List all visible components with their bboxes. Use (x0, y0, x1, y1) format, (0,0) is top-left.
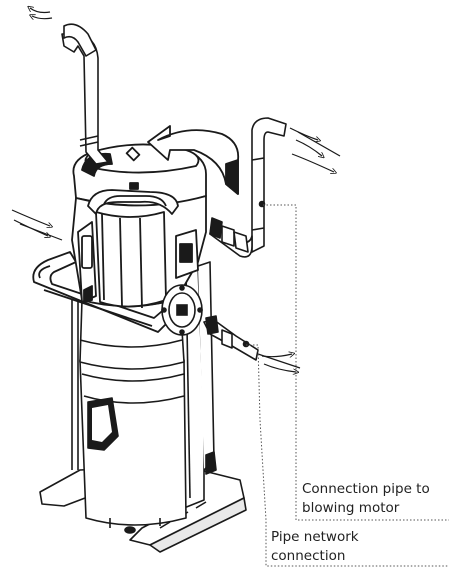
callout-1-line1: Connection pipe to (302, 481, 430, 497)
callout-2-line2: connection (271, 548, 346, 564)
airflow-arrow-lines (19, 131, 341, 369)
upper-exhaust-pipe (61, 23, 109, 165)
pipe-network-pipe (203, 315, 259, 361)
leader-lines (246, 204, 449, 567)
side-flange (161, 284, 203, 336)
left-rod (71, 300, 79, 470)
blowing-motor-pipe (209, 117, 287, 258)
callout-pipe-network: Pipe network connection (271, 528, 359, 566)
callout-2-line1: Pipe network (271, 529, 359, 545)
rotation-arrow (147, 125, 240, 195)
callout-blowing-motor-pipe: Connection pipe to blowing motor (302, 480, 430, 518)
callout-1-line2: blowing motor (302, 500, 400, 516)
motor-housing (71, 143, 207, 309)
collection-tank (79, 353, 187, 534)
